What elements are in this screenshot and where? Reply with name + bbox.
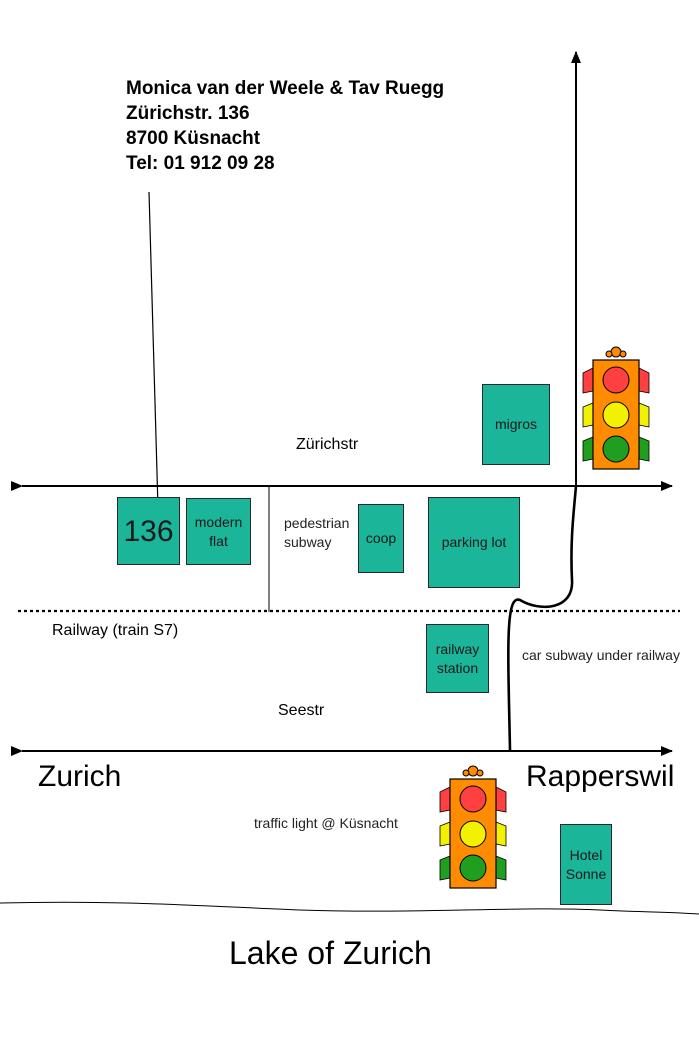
traffic-light-north-icon	[582, 346, 650, 470]
car-subway-note: car subway under railway	[522, 647, 680, 663]
coop-label: coop	[365, 530, 397, 546]
railway-station-box: railway station	[426, 624, 489, 693]
connector-road	[507, 485, 578, 751]
seestr-label: Seestr	[278, 702, 325, 719]
address-pointer	[148, 191, 163, 509]
hotel-sonne-label: Hotel Sonne	[565, 846, 607, 882]
address-block: Monica van der Weele & Tav Ruegg Zürichs…	[126, 76, 444, 176]
house-136-box: 136	[117, 497, 180, 565]
pedestrian-subway-note: pedestrian subway	[284, 515, 350, 550]
traffic-light-south-icon	[439, 765, 507, 889]
traffic-light-note: traffic light @ Küsnacht	[254, 815, 398, 831]
zurichstr-label: Zürichstr	[296, 436, 359, 453]
modern-flat-label: modern flat	[194, 513, 243, 549]
address-name: Monica van der Weele & Tav Ruegg	[126, 78, 445, 99]
parking-lot-box: parking lot	[428, 497, 520, 588]
direction-zurich-label: Zurich	[38, 760, 122, 793]
migros-box: migros	[482, 384, 550, 465]
railway-label: Railway (train S7)	[52, 622, 179, 639]
hotel-sonne-box: Hotel Sonne	[560, 824, 612, 905]
modern-flat-box: modern flat	[186, 498, 251, 565]
house-136-label: 136	[123, 514, 174, 548]
railway-station-label: railway station	[435, 640, 480, 676]
address-city: 8700 Küsnacht	[126, 128, 261, 149]
direction-rapperswil-label: Rapperswil	[526, 760, 675, 793]
lake-shoreline	[0, 901, 699, 915]
lake-label: Lake of Zurich	[229, 935, 432, 971]
migros-label: migros	[494, 416, 537, 432]
address-phone: Tel: 01 912 09 28	[126, 153, 275, 174]
parking-lot-label: parking lot	[441, 534, 507, 550]
coop-box: coop	[358, 504, 404, 573]
address-street: Zürichstr. 136	[126, 103, 250, 124]
